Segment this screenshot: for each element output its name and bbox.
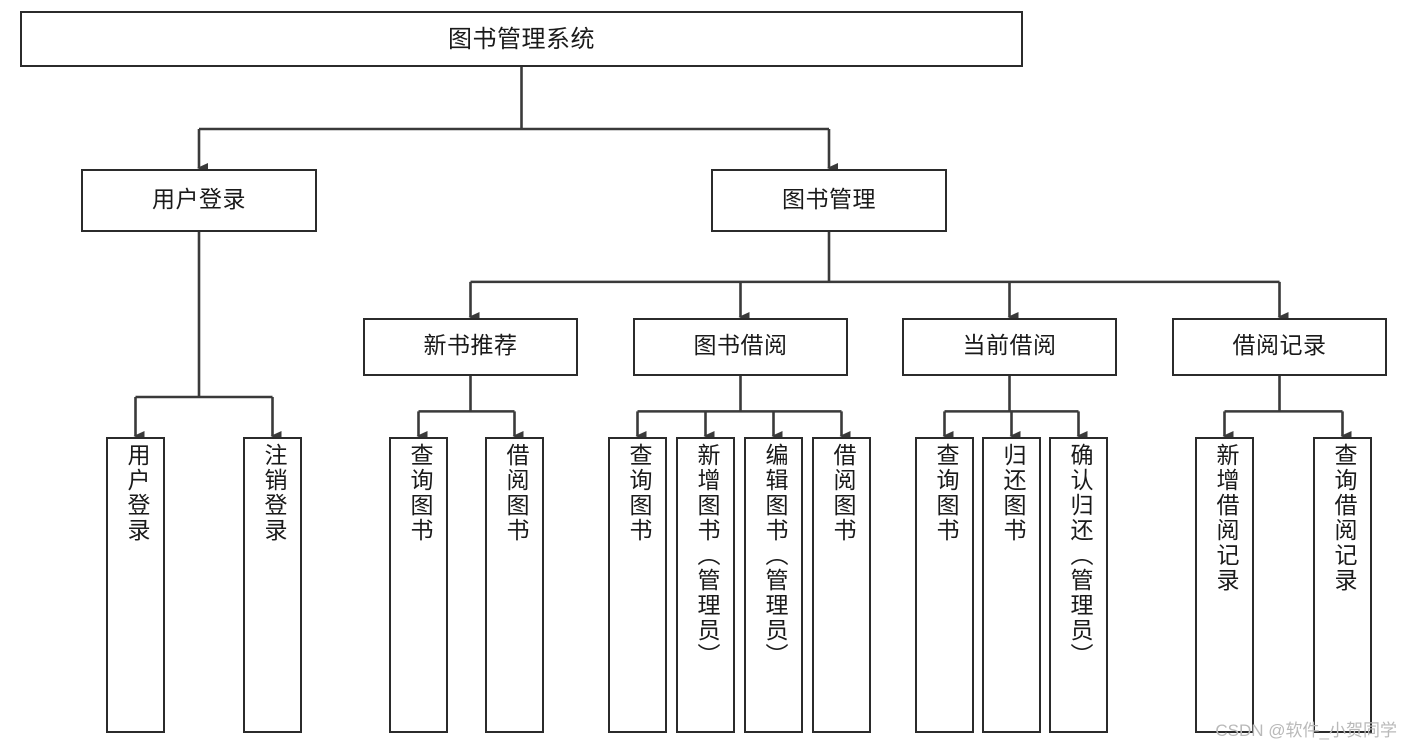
node-root-label: 图书管理系统 — [448, 24, 595, 53]
node-book-management[interactable]: 图书管理 — [711, 169, 947, 232]
node-new-book-recommend-label: 新书推荐 — [423, 333, 518, 360]
node-book-borrow-label: 图书借阅 — [693, 333, 788, 360]
node-current-borrow-label: 当前借阅 — [962, 333, 1057, 360]
leaf-query-book-borrow[interactable]: 查询图书 — [608, 437, 667, 733]
leaf-query-book-recommend[interactable]: 查询图书 — [389, 437, 448, 733]
leaf-return-book[interactable]: 归还图书 — [982, 437, 1041, 733]
leaf-user-login[interactable]: 用户登录 — [106, 437, 165, 733]
leaf-borrow-book-recommend[interactable]: 借阅图书 — [485, 437, 544, 733]
leaf-query-book-recommend-label: 查询图书 — [406, 443, 432, 543]
leaf-user-logout-label: 注销登录 — [260, 443, 286, 543]
node-borrow-record-label: 借阅记录 — [1232, 333, 1327, 360]
node-book-management-label: 图书管理 — [782, 186, 876, 213]
leaf-query-borrow-record-label: 查询借阅记录 — [1330, 443, 1356, 593]
node-user-login-label: 用户登录 — [152, 186, 246, 213]
leaf-return-book-label: 归还图书 — [999, 443, 1025, 543]
leaf-user-login-label: 用户登录 — [123, 443, 149, 543]
node-user-login[interactable]: 用户登录 — [81, 169, 317, 232]
leaf-borrow-book-label: 借阅图书 — [829, 443, 855, 543]
leaf-add-borrow-record-label: 新增借阅记录 — [1212, 443, 1238, 593]
node-borrow-record[interactable]: 借阅记录 — [1172, 318, 1387, 376]
node-root[interactable]: 图书管理系统 — [20, 11, 1023, 67]
leaf-user-logout[interactable]: 注销登录 — [243, 437, 302, 733]
node-current-borrow[interactable]: 当前借阅 — [902, 318, 1117, 376]
leaf-edit-book-admin[interactable]: 编辑图书（管理员） — [744, 437, 803, 733]
leaf-query-book-borrow-label: 查询图书 — [625, 443, 651, 543]
leaf-confirm-return-admin[interactable]: 确认归还（管理员） — [1049, 437, 1108, 733]
leaf-add-book-admin-label: 新增图书（管理员） — [693, 443, 719, 668]
leaf-query-borrow-record[interactable]: 查询借阅记录 — [1313, 437, 1372, 733]
leaf-edit-book-admin-label: 编辑图书（管理员） — [761, 443, 787, 668]
leaf-add-borrow-record[interactable]: 新增借阅记录 — [1195, 437, 1254, 733]
csdn-watermark: CSDN @软件_小贺同学 — [1215, 721, 1397, 740]
leaf-borrow-book[interactable]: 借阅图书 — [812, 437, 871, 733]
leaf-confirm-return-admin-label: 确认归还（管理员） — [1066, 443, 1092, 668]
leaf-query-book-current-label: 查询图书 — [932, 443, 958, 543]
leaf-query-book-current[interactable]: 查询图书 — [915, 437, 974, 733]
node-new-book-recommend[interactable]: 新书推荐 — [363, 318, 578, 376]
node-book-borrow[interactable]: 图书借阅 — [633, 318, 848, 376]
leaf-borrow-book-recommend-label: 借阅图书 — [502, 443, 528, 543]
leaf-add-book-admin[interactable]: 新增图书（管理员） — [676, 437, 735, 733]
